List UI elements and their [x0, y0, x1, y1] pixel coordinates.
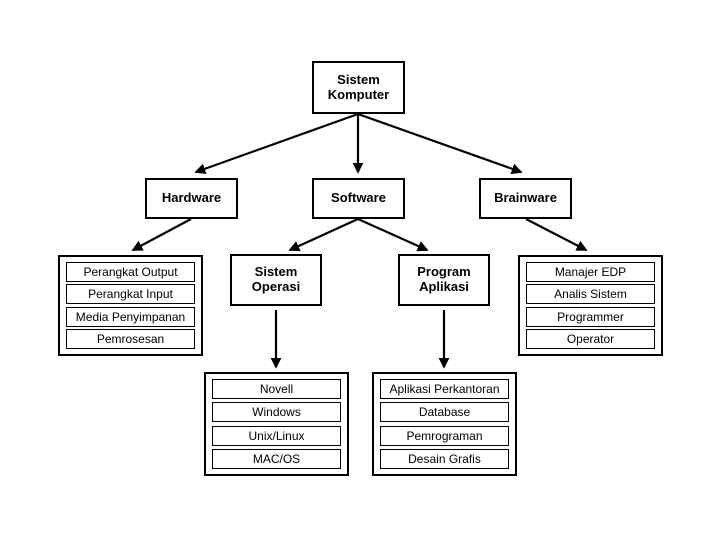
- list-item[interactable]: Perangkat Output: [66, 262, 195, 282]
- node-sistem-komputer[interactable]: Sistem Komputer: [312, 61, 405, 114]
- arrow-software-to-sistem-operasi: [288, 217, 359, 252]
- list-item[interactable]: Perangkat Input: [66, 284, 195, 305]
- list-item[interactable]: Programmer: [526, 306, 655, 327]
- node-brainware[interactable]: Brainware: [479, 178, 572, 219]
- list-item[interactable]: Pemrosesan: [66, 328, 195, 349]
- list-item[interactable]: Aplikasi Perkantoran: [380, 379, 509, 399]
- node-software[interactable]: Software: [312, 178, 405, 219]
- list-item[interactable]: Media Penyimpanan: [66, 306, 195, 327]
- list-item[interactable]: Novell: [212, 379, 341, 399]
- group-sistem-operasi-items: Novell Windows Unix/Linux MAC/OS: [204, 372, 349, 476]
- arrow-root-to-hardware: [194, 112, 359, 175]
- list-item[interactable]: Unix/Linux: [212, 425, 341, 446]
- list-item[interactable]: Desain Grafis: [380, 448, 509, 469]
- group-hardware-items: Perangkat Output Perangkat Input Media P…: [58, 255, 203, 356]
- arrow-hardware-to-hardware-list: [131, 218, 192, 251]
- list-item[interactable]: Pemrograman: [380, 425, 509, 446]
- node-hardware[interactable]: Hardware: [145, 178, 238, 219]
- arrow-software-to-program-aplikasi: [357, 217, 429, 252]
- list-item[interactable]: Database: [380, 402, 509, 423]
- list-item[interactable]: Manajer EDP: [526, 262, 655, 282]
- arrow-brainware-to-brainware-list: [525, 218, 588, 251]
- group-brainware-items: Manajer EDP Analis Sistem Programmer Ope…: [518, 255, 663, 356]
- list-item[interactable]: Windows: [212, 402, 341, 423]
- node-program-aplikasi[interactable]: Program Aplikasi: [398, 254, 490, 306]
- list-item[interactable]: Analis Sistem: [526, 284, 655, 305]
- arrow-root-to-brainware: [357, 112, 523, 175]
- list-item[interactable]: MAC/OS: [212, 448, 341, 469]
- list-item[interactable]: Operator: [526, 328, 655, 349]
- group-program-aplikasi-items: Aplikasi Perkantoran Database Pemrograma…: [372, 372, 517, 476]
- node-sistem-operasi[interactable]: Sistem Operasi: [230, 254, 322, 306]
